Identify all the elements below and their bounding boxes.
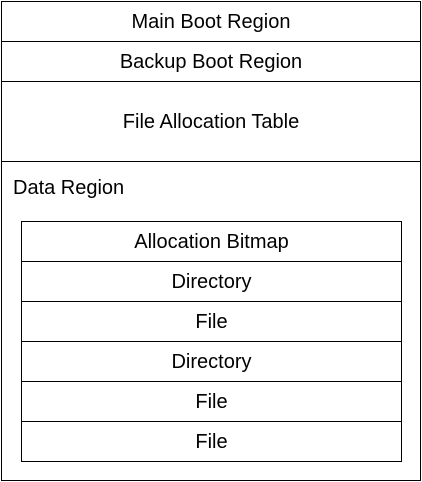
data-item: File (21, 381, 402, 422)
data-item: File (21, 421, 402, 462)
data-item-label: Allocation Bitmap (134, 230, 289, 253)
file-allocation-table: File Allocation Table (1, 81, 421, 162)
data-item: Allocation Bitmap (21, 221, 402, 262)
main-boot-region-label: Main Boot Region (131, 10, 291, 33)
data-item-label: File (195, 310, 228, 333)
data-item-label: File (195, 430, 228, 453)
data-item-label: Directory (171, 270, 252, 293)
data-item: Directory (21, 261, 402, 302)
backup-boot-region: Backup Boot Region (1, 41, 421, 82)
data-item-label: File (195, 390, 228, 413)
backup-boot-region-label: Backup Boot Region (119, 50, 303, 73)
main-boot-region: Main Boot Region (1, 1, 421, 42)
data-region-label: Data Region (13, 177, 125, 199)
data-item: File (21, 301, 402, 342)
data-item-label: Directory (171, 350, 252, 373)
file-allocation-table-label: File Allocation Table (122, 110, 300, 133)
data-item: Directory (21, 341, 402, 382)
